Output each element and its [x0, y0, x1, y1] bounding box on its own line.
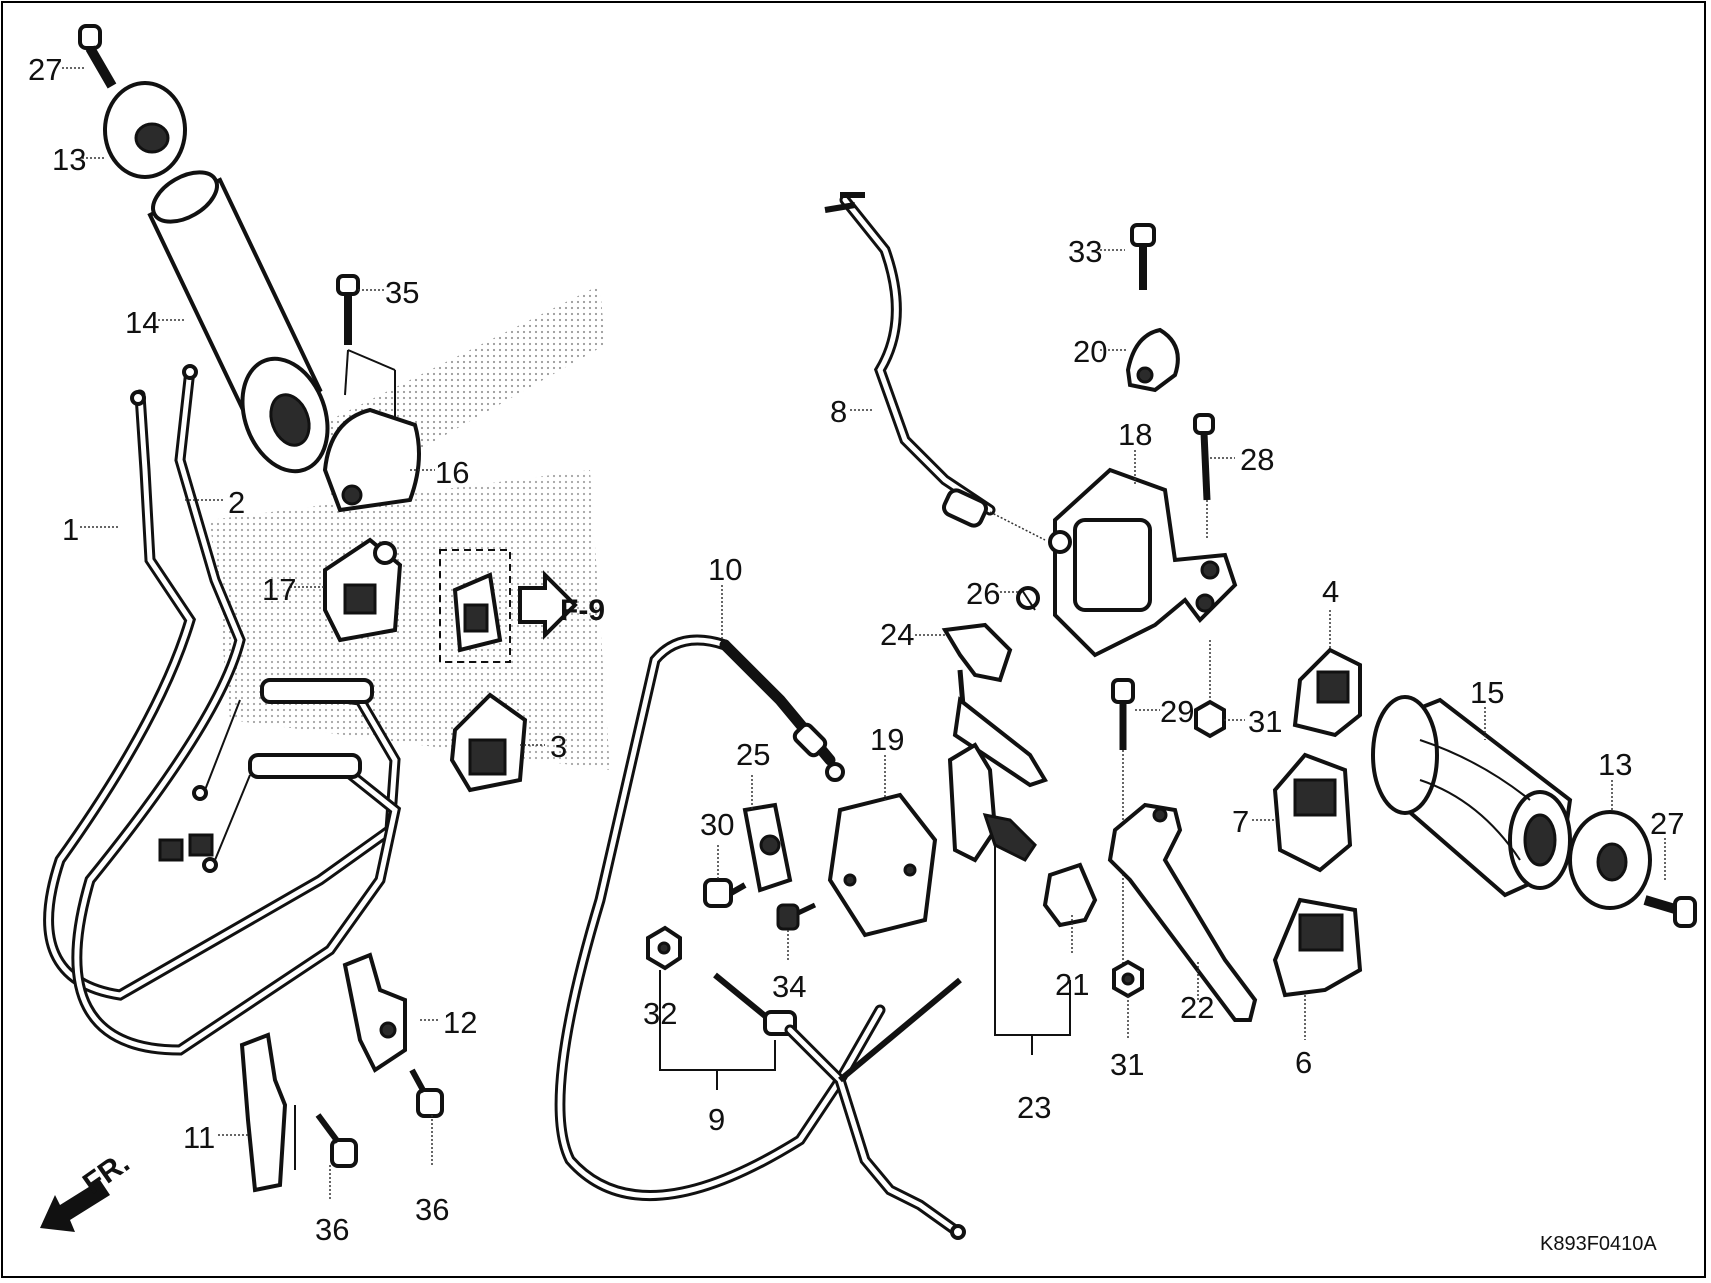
part-3-switch-housing — [449, 692, 528, 793]
part-7-switch — [1272, 752, 1353, 873]
callout-18: 18 — [1118, 417, 1152, 452]
callout-labels: 27 13 14 35 16 2 1 17 3 10 8 33 20 18 28… — [28, 52, 1684, 1255]
callout-6: 6 — [1295, 1045, 1312, 1080]
callout-leaders — [62, 67, 1666, 1200]
callout-8: 8 — [830, 394, 847, 429]
part-26-clip — [1016, 586, 1040, 611]
callout-36: 36 — [415, 1192, 449, 1227]
callout-2: 2 — [228, 485, 245, 520]
callout-27: 27 — [1650, 806, 1684, 841]
callout-24: 24 — [880, 617, 914, 652]
reference-label: F-9 — [560, 594, 605, 627]
part-15-grip — [1371, 695, 1573, 898]
part-4-switch — [1292, 647, 1362, 738]
callout-20: 20 — [1073, 334, 1107, 369]
diagram-code: K893F0410A — [1540, 1233, 1657, 1255]
part-31-nut-lower — [1112, 959, 1144, 999]
callout-13: 13 — [1598, 747, 1632, 782]
callout-36: 36 — [315, 1212, 349, 1247]
callout-12: 12 — [443, 1005, 477, 1040]
callout-10: 10 — [708, 552, 742, 587]
part-22-brake-lever — [1107, 802, 1258, 1022]
callout-7: 7 — [1232, 804, 1249, 839]
part-31-nut-upper — [1194, 640, 1226, 739]
callout-4: 4 — [1322, 574, 1339, 609]
throttle-cable-1 — [43, 389, 401, 1001]
callout-25: 25 — [736, 737, 770, 772]
callout-23: 23 — [1017, 1090, 1051, 1125]
part-32-nut — [646, 925, 682, 971]
callout-16: 16 — [435, 455, 469, 490]
callout-31: 31 — [1110, 1047, 1144, 1082]
callout-33: 33 — [1068, 234, 1102, 269]
throttle-cable-2 — [71, 364, 402, 1056]
callout-35: 35 — [385, 275, 419, 310]
callout-21: 21 — [1055, 967, 1089, 1002]
part-9-brake-cable — [713, 972, 966, 1240]
part-19-master-cylinder-cover — [827, 792, 938, 938]
part-28-bolt — [1193, 413, 1215, 540]
callout-3: 3 — [550, 729, 567, 764]
callout-15: 15 — [1470, 675, 1504, 710]
front-arrow-icon — [40, 1180, 110, 1232]
callout-9: 9 — [708, 1102, 725, 1137]
part-24-stop-switch — [941, 622, 1048, 788]
part-13-bar-end-right — [1568, 810, 1652, 910]
callout-14: 14 — [125, 305, 159, 340]
part-33-bolt — [1130, 223, 1156, 290]
callout-22: 22 — [1180, 990, 1214, 1025]
callout-11: 11 — [183, 1120, 215, 1155]
callout-27: 27 — [28, 52, 62, 87]
part-16-throttle-housing — [322, 349, 421, 513]
part-10-brake-cable — [554, 634, 886, 1201]
part-17-switch — [323, 537, 403, 643]
callout-1: 1 — [62, 512, 79, 547]
part-25-plate — [742, 802, 793, 893]
callout-26: 26 — [966, 576, 1000, 611]
part-20-holder — [1125, 327, 1180, 393]
callout-19: 19 — [870, 722, 904, 757]
part-14-throttle-grip — [147, 170, 330, 474]
callout-31: 31 — [1248, 704, 1282, 739]
callout-30: 30 — [700, 807, 734, 842]
part-13-bar-end-left — [103, 81, 187, 179]
part-18-master-cylinder — [1048, 467, 1238, 658]
cable-clips — [158, 678, 374, 873]
callout-28: 28 — [1240, 442, 1274, 477]
callout-34: 34 — [772, 969, 806, 1004]
reference-arrow-icon — [518, 570, 578, 640]
part-12-cable-bracket — [342, 952, 444, 1118]
part-30-bolt — [703, 878, 747, 908]
callout-17: 17 — [262, 572, 296, 607]
part-29-pivot-bolt — [1111, 678, 1135, 965]
part-8-switch-wire — [824, 192, 1046, 541]
callout-32: 32 — [643, 996, 677, 1031]
part-11-cable-bracket — [239, 1032, 358, 1193]
callout-29: 29 — [1160, 694, 1194, 729]
part-6-switch — [1272, 897, 1363, 998]
part-27-screw-right — [1643, 895, 1697, 928]
reference-box — [439, 549, 578, 663]
part-35-screw — [336, 274, 360, 345]
callout-13: 13 — [52, 142, 86, 177]
part-34-screw — [776, 902, 817, 931]
part-27-screw-left — [78, 24, 117, 89]
part-23-master-cylinder-body — [947, 742, 1098, 1036]
